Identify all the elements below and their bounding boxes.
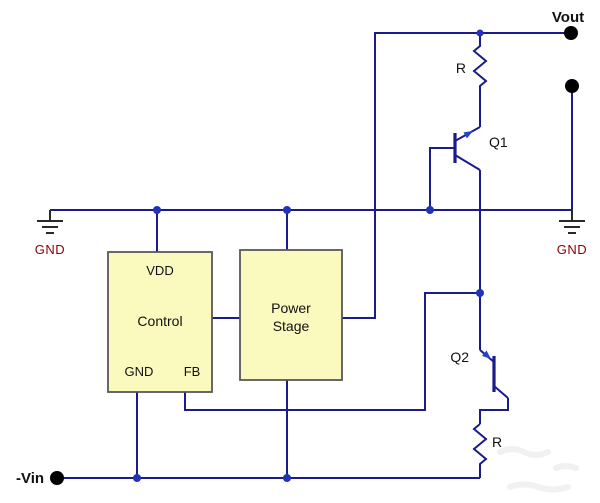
resistor-bottom-label: R: [492, 434, 502, 450]
q2-label: Q2: [450, 349, 469, 365]
gnd-right-label: GND: [557, 242, 587, 257]
ground-symbol-left: [37, 210, 63, 234]
vout-terminal-dot: [564, 26, 578, 40]
power-stage-block-body: [239, 249, 343, 381]
junction-dot: [283, 474, 291, 482]
power-stage-title-line1: Power: [271, 300, 311, 316]
neg-vin-label: -Vin: [16, 470, 44, 487]
control-pin-fb: FB: [184, 364, 201, 379]
control-block-title: Control: [137, 313, 182, 329]
q2-emitter-arrow-icon: [481, 350, 491, 359]
terminals: [50, 26, 579, 485]
junction-dot: [153, 206, 161, 214]
junction-dot: [476, 289, 484, 297]
watermark-artifact: [497, 446, 579, 493]
q1-label: Q1: [489, 134, 508, 150]
transistor-q1: [453, 126, 481, 171]
ground-symbol-right: [559, 210, 585, 234]
resistor-bottom-zigzag: [472, 423, 488, 478]
watermark-smudge: [553, 463, 579, 471]
resistor-top-label: R: [456, 60, 466, 76]
gnd-terminal-dot: [565, 79, 579, 93]
junction-dot: [283, 206, 291, 214]
vin-terminal-dot: [50, 471, 64, 485]
transistor-q2: [479, 349, 509, 399]
wire-q2-emitter: [479, 398, 509, 424]
watermark-smudge: [507, 481, 571, 493]
junction-dots: [133, 29, 484, 482]
junction-dot: [426, 206, 434, 214]
wire-q1-base: [429, 147, 455, 210]
resistor-top-zigzag: [472, 33, 488, 127]
wire-top-rail: [342, 32, 571, 319]
ground-left-icon: [37, 210, 63, 234]
control-pin-vdd: VDD: [146, 263, 173, 278]
gnd-left-label: GND: [35, 242, 65, 257]
control-block-body: [107, 251, 213, 393]
watermark-smudge: [497, 446, 551, 458]
junction-dot: [476, 29, 484, 37]
ground-right-icon: [559, 210, 585, 234]
resistor-top: [472, 33, 488, 127]
labels: Vout -Vin GND GND R R Q1 Q2: [16, 9, 587, 487]
resistor-bottom: [472, 423, 488, 478]
vout-label: Vout: [552, 9, 584, 26]
junction-dot: [133, 474, 141, 482]
control-pin-gnd: GND: [125, 364, 154, 379]
power-stage-block: Power Stage: [239, 249, 343, 381]
control-block: VDD Control GND FB: [107, 251, 213, 393]
q1-emitter-arrow-icon: [463, 131, 473, 139]
wire-group: [50, 32, 573, 479]
power-stage-title-line2: Stage: [273, 318, 310, 334]
wire-feedback: [184, 292, 479, 411]
